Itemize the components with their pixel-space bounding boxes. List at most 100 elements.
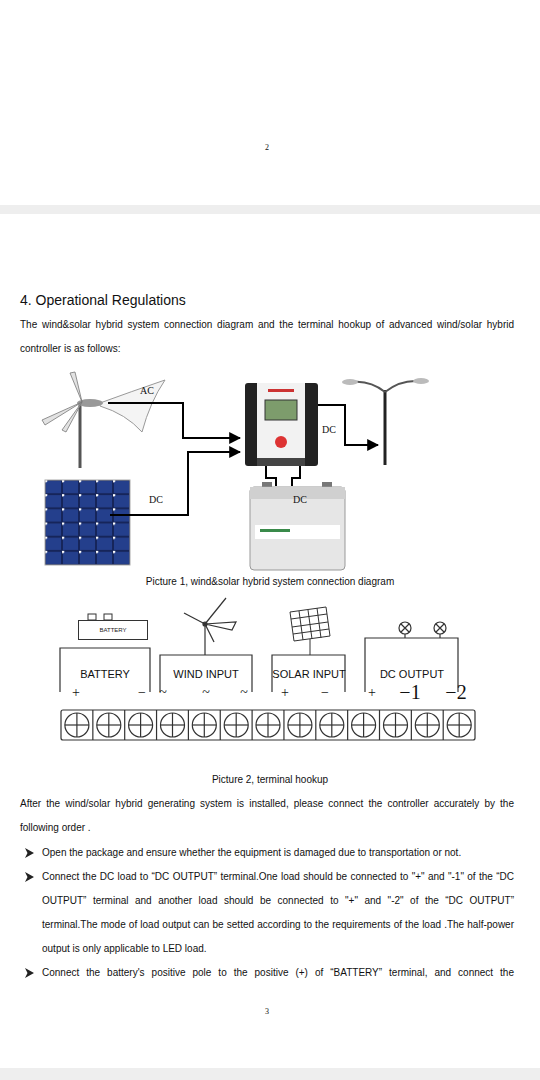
bullet-arrow [25,848,34,978]
body-text: After the wind/solar hybrid generating s… [20,792,514,840]
terminal-group-name: WIND INPUT [162,667,250,681]
lamp-bulb-icon [434,622,446,634]
terminal-screw [129,713,153,737]
terminal-screw [384,713,408,737]
lamp-bulb-icon [399,622,446,638]
lamp-bulb-icon [404,634,405,638]
terminal-screw [415,713,439,737]
wiring-line [110,452,240,515]
battery-image [260,529,290,532]
wind-turbine-image [62,402,82,432]
solar-panel-icon [290,607,330,655]
battery-image [250,487,345,570]
solar-panel-icon [291,614,329,634]
wiring-line [108,403,240,438]
terminal-screw [65,713,471,737]
pin-name: ~ [229,684,259,702]
pin-name: ~ [191,684,221,702]
lamp-bulb-icon [399,622,411,634]
terminal-screw [224,713,248,737]
controller-image [275,436,287,448]
wind-turbine-icon [184,598,236,655]
pin-name: + [270,684,300,702]
lamp-bulb-icon [436,624,444,632]
controller-image [245,383,318,466]
pin-name: − [127,684,157,702]
list-item-text: Open the package and ensure whether the … [42,841,514,865]
terminal-screw [320,713,344,737]
terminal-screw [447,713,471,737]
controller-image [265,400,297,420]
terminal-screw [192,713,216,737]
wind-turbine-icon [205,622,236,630]
wiring-line [292,466,300,486]
wiring-line [108,403,378,515]
terminal-block [61,710,475,740]
pin-name: −2 [438,681,474,703]
list-item-text: Connect the battery's positive pole to t… [42,961,514,985]
wiring-line [266,466,276,486]
pin-name: ~ [148,684,178,702]
terminal-screw [288,713,312,737]
battery-image [255,525,340,539]
lamp-bulb-icon [401,624,409,632]
solar-panel-image [45,480,130,565]
wind-turbine-icon [205,598,226,624]
terminal-group-name: DC OUTPUT [368,667,456,681]
street-lamp-image [385,381,418,392]
bullet-arrow [25,848,34,858]
signal-label: DC [285,493,315,507]
page-sheets [0,214,540,1068]
signal-label: DC [314,423,344,437]
pin-name: −1 [392,681,428,703]
pin-name: + [357,684,387,702]
terminal-screw [65,713,89,737]
terminal-screw [161,713,185,737]
section-title: 4. Operational Regulations [20,291,500,309]
controller-image [245,383,318,466]
terminal-block [93,710,443,740]
lamp-bulb-icon [439,634,440,638]
terminal-screw [97,713,121,737]
wind-turbine-image [79,404,82,468]
pin-name: + [61,684,91,702]
page-number: 3 [252,1006,282,1018]
signal-label: AC [132,384,162,398]
wind-turbine-icon [205,624,214,642]
controller-image [257,458,305,466]
signal-label: DC [141,493,171,507]
street-lamp-image [342,379,358,385]
terminal-group-name: BATTERY [62,667,148,681]
controller-image [268,389,294,392]
wind-turbine-image [70,372,82,402]
figure-caption: Picture 1, wind&solar hybrid system conn… [20,575,520,589]
street-lamp-image [413,378,429,384]
group-bracket [60,638,458,692]
battery-image [250,482,345,570]
street-lamp-image [384,390,387,465]
page-sheets [0,0,540,205]
bullet-arrow [25,872,34,882]
list-item-text: Connect the DC load to “DC OUTPUT” termi… [42,865,514,961]
terminal-screw [352,713,376,737]
wind-turbine-image [42,372,165,468]
body-text: The wind&solar hybrid system connection … [20,313,514,361]
wind-turbine-image [100,380,165,432]
page-number: 2 [252,142,282,154]
node-label: BATTERY [79,621,147,639]
solar-panel-icon [290,607,330,641]
figure-caption: Picture 2, terminal hookup [20,773,520,787]
pin-name: − [310,684,340,702]
battery-symbol: BATTERY [78,620,148,640]
wind-turbine-icon [204,626,205,655]
wind-turbine-icon [203,622,207,626]
terminal-screw [256,713,280,737]
controller-image [257,383,305,466]
bullet-arrow [25,968,34,978]
solar-panel-image [45,480,130,565]
terminal-group-name: SOLAR INPUT [266,667,352,681]
